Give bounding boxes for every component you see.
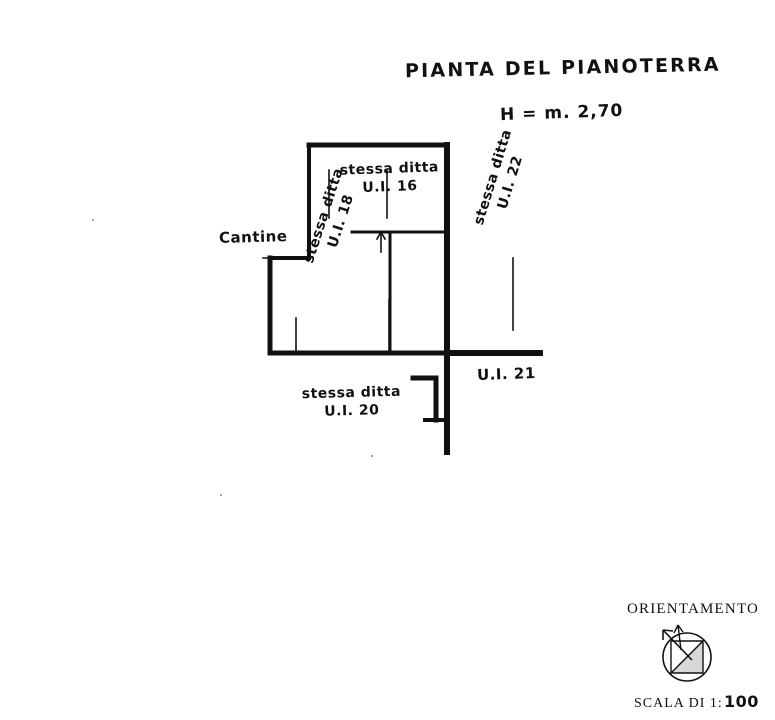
orientation-title: ORIENTAMENTO [627,601,760,617]
page-title: PIANTA DEL PIANOTERRA [404,53,721,83]
scan-speck [92,219,94,221]
label-unit-22: stessa ditta U.I. 22 [470,127,533,232]
label-cantine: Cantine [218,227,288,247]
scale-value: 100 [724,692,759,711]
label-unit-20-line1: stessa ditta [301,383,402,403]
label-unit-18: stessa ditta U.I. 18 [300,166,365,271]
scan-speck [371,455,373,457]
label-unit-21: U.I. 21 [476,363,537,385]
label-unit-20-line2: U.I. 20 [324,402,380,420]
scale-label: SCALA DI 1: [634,696,723,711]
scan-speck [220,494,222,496]
ceiling-height-note: H = m. 2,70 [499,100,624,126]
label-unit-20: stessa ditta U.I. 20 [302,383,402,422]
